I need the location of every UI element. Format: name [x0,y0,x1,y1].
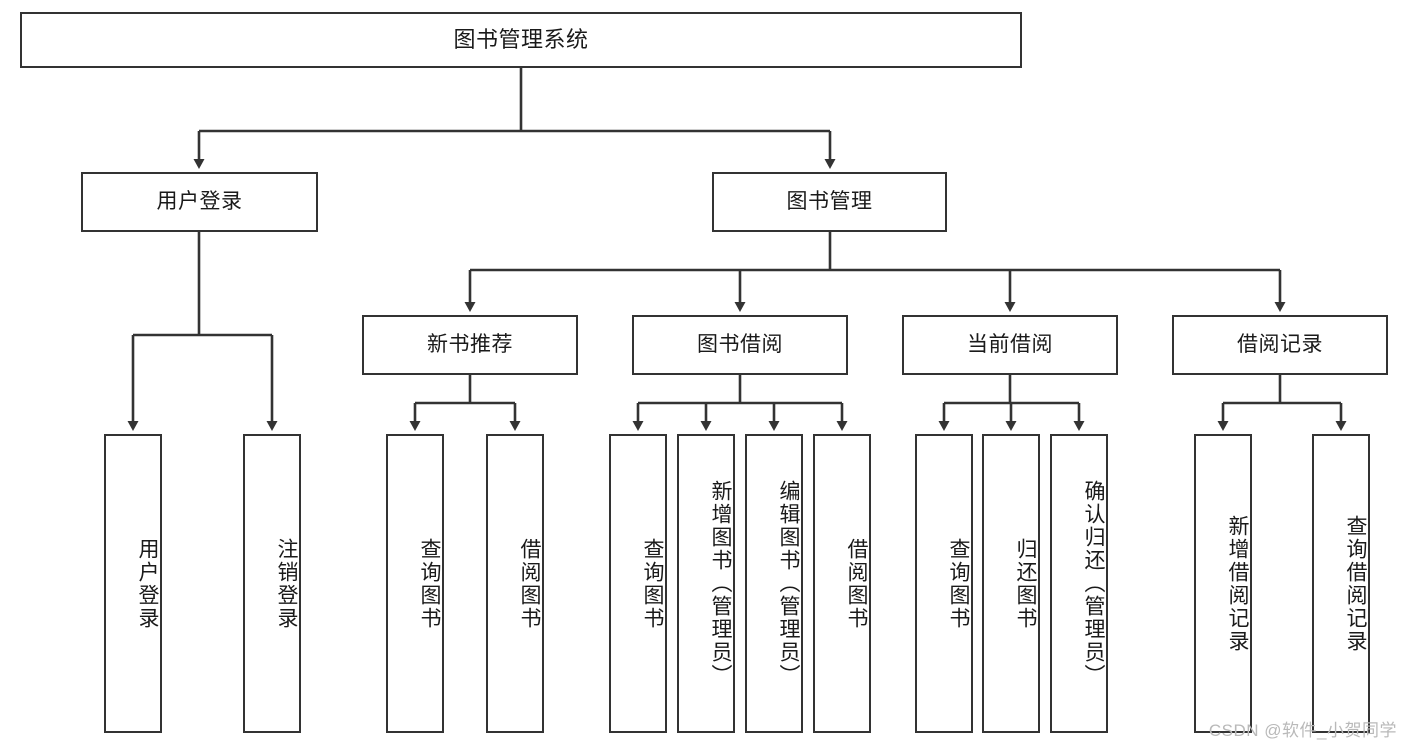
node-book-borrow[interactable]: 图书借阅 [632,315,848,375]
node-leaf-query-book-borrow[interactable]: 查询图书 [609,434,667,733]
node-leaf-query-book-recommend[interactable]: 查询图书 [386,434,444,733]
csdn-watermark: CSDN @软件_小贺同学 [1208,721,1397,740]
node-user-login[interactable]: 用户登录 [81,172,318,232]
node-leaf-confirm-return-admin[interactable]: 确认归还（管理员） [1050,434,1108,733]
node-book-management[interactable]: 图书管理 [712,172,947,232]
node-leaf-query-book-current[interactable]: 查询图书 [915,434,973,733]
node-leaf-return-book[interactable]: 归还图书 [982,434,1040,733]
node-leaf-query-borrow-record[interactable]: 查询借阅记录 [1312,434,1370,733]
node-leaf-add-borrow-record[interactable]: 新增借阅记录 [1194,434,1252,733]
node-borrow-record[interactable]: 借阅记录 [1172,315,1388,375]
node-leaf-borrow-book[interactable]: 借阅图书 [813,434,871,733]
node-leaf-user-logout[interactable]: 注销登录 [243,434,301,733]
node-current-borrow[interactable]: 当前借阅 [902,315,1118,375]
node-leaf-edit-book-admin[interactable]: 编辑图书（管理员） [745,434,803,733]
node-leaf-user-login[interactable]: 用户登录 [104,434,162,733]
node-leaf-add-book-admin[interactable]: 新增图书（管理员） [677,434,735,733]
node-leaf-borrow-book-recommend[interactable]: 借阅图书 [486,434,544,733]
node-new-book-recommend[interactable]: 新书推荐 [362,315,578,375]
node-root-book-management-system[interactable]: 图书管理系统 [20,12,1022,68]
